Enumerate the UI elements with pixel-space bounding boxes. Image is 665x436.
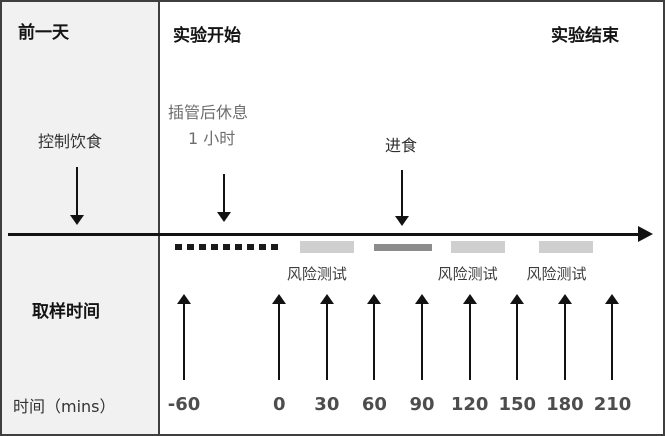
arrow-shaft	[563, 303, 566, 380]
arrow-shaft	[373, 303, 376, 380]
sample-arrow	[557, 294, 573, 380]
arrow-shaft	[325, 303, 328, 380]
time-tick-label: 30	[314, 394, 340, 415]
diet-control-arrow	[69, 167, 85, 225]
feeding-arrow	[394, 170, 410, 226]
risk-test-bar-label: 风险测试	[286, 265, 347, 283]
arrow-up-head	[510, 294, 525, 304]
arrow-up-head	[462, 294, 477, 304]
arrow-shaft	[278, 303, 281, 380]
day-before-label: 前一天	[18, 23, 69, 43]
experiment-end-label: 实验结束	[551, 26, 619, 46]
diet-control-label: 控制饮食	[38, 132, 103, 151]
rest-period-dotted-line	[175, 244, 280, 250]
sample-arrow	[319, 294, 335, 380]
arrow-up-head	[557, 294, 572, 304]
time-tick-label: 210	[593, 394, 632, 415]
arrow-shaft	[183, 303, 185, 380]
arrow-up-head	[319, 294, 334, 304]
time-tick-label: 0	[272, 394, 286, 415]
arrow-shaft	[223, 174, 225, 212]
time-tick-label: 90	[409, 394, 435, 415]
arrow-up-head	[415, 294, 430, 304]
sample-arrow	[414, 294, 430, 380]
sample-arrow	[509, 294, 525, 380]
sample-arrow	[462, 294, 478, 380]
sample-arrow	[604, 294, 620, 380]
arrow-shaft	[76, 167, 78, 215]
arrow-shaft	[516, 303, 519, 380]
arrow-up-head	[605, 294, 620, 304]
risk-test-bar	[299, 241, 354, 253]
arrow-down-head	[70, 215, 84, 225]
risk-test-bar-label: 风险测试	[437, 265, 498, 283]
arrow-shaft	[611, 303, 614, 380]
rest-note-line1: 插管后休息	[168, 103, 249, 122]
arrow-up-head	[272, 294, 287, 304]
time-tick-label: 150	[498, 394, 537, 415]
timeline-axis-arrowhead	[638, 226, 653, 242]
risk-test-bar	[450, 241, 505, 253]
time-tick-label: 120	[450, 394, 489, 415]
time-tick-label: 180	[546, 394, 584, 415]
risk-test-bar	[539, 241, 594, 253]
arrow-up-head	[367, 294, 382, 304]
sample-arrow	[271, 294, 287, 380]
sample-arrow	[176, 294, 192, 380]
sampling-time-label: 取样时间	[32, 302, 100, 322]
risk-test-bar-label: 风险测试	[526, 265, 587, 283]
arrow-shaft	[468, 303, 471, 380]
rest-note-line2: 1 小时	[188, 129, 236, 148]
sample-arrow	[366, 294, 382, 380]
arrow-up-head	[177, 294, 191, 304]
arrow-down-head	[395, 216, 409, 226]
arrow-shaft	[421, 303, 424, 380]
feeding-bar	[374, 244, 432, 251]
time-axis-label: 时间（mins）	[13, 397, 116, 416]
timeline-axis	[8, 233, 640, 236]
feeding-label: 进食	[385, 136, 418, 155]
experiment-start-label: 实验开始	[173, 26, 241, 46]
time-tick-label: -60	[167, 394, 201, 415]
arrow-down-head	[217, 212, 231, 222]
time-tick-label: 60	[361, 394, 387, 415]
rest-note-arrow	[216, 174, 232, 222]
arrow-shaft	[401, 170, 403, 216]
